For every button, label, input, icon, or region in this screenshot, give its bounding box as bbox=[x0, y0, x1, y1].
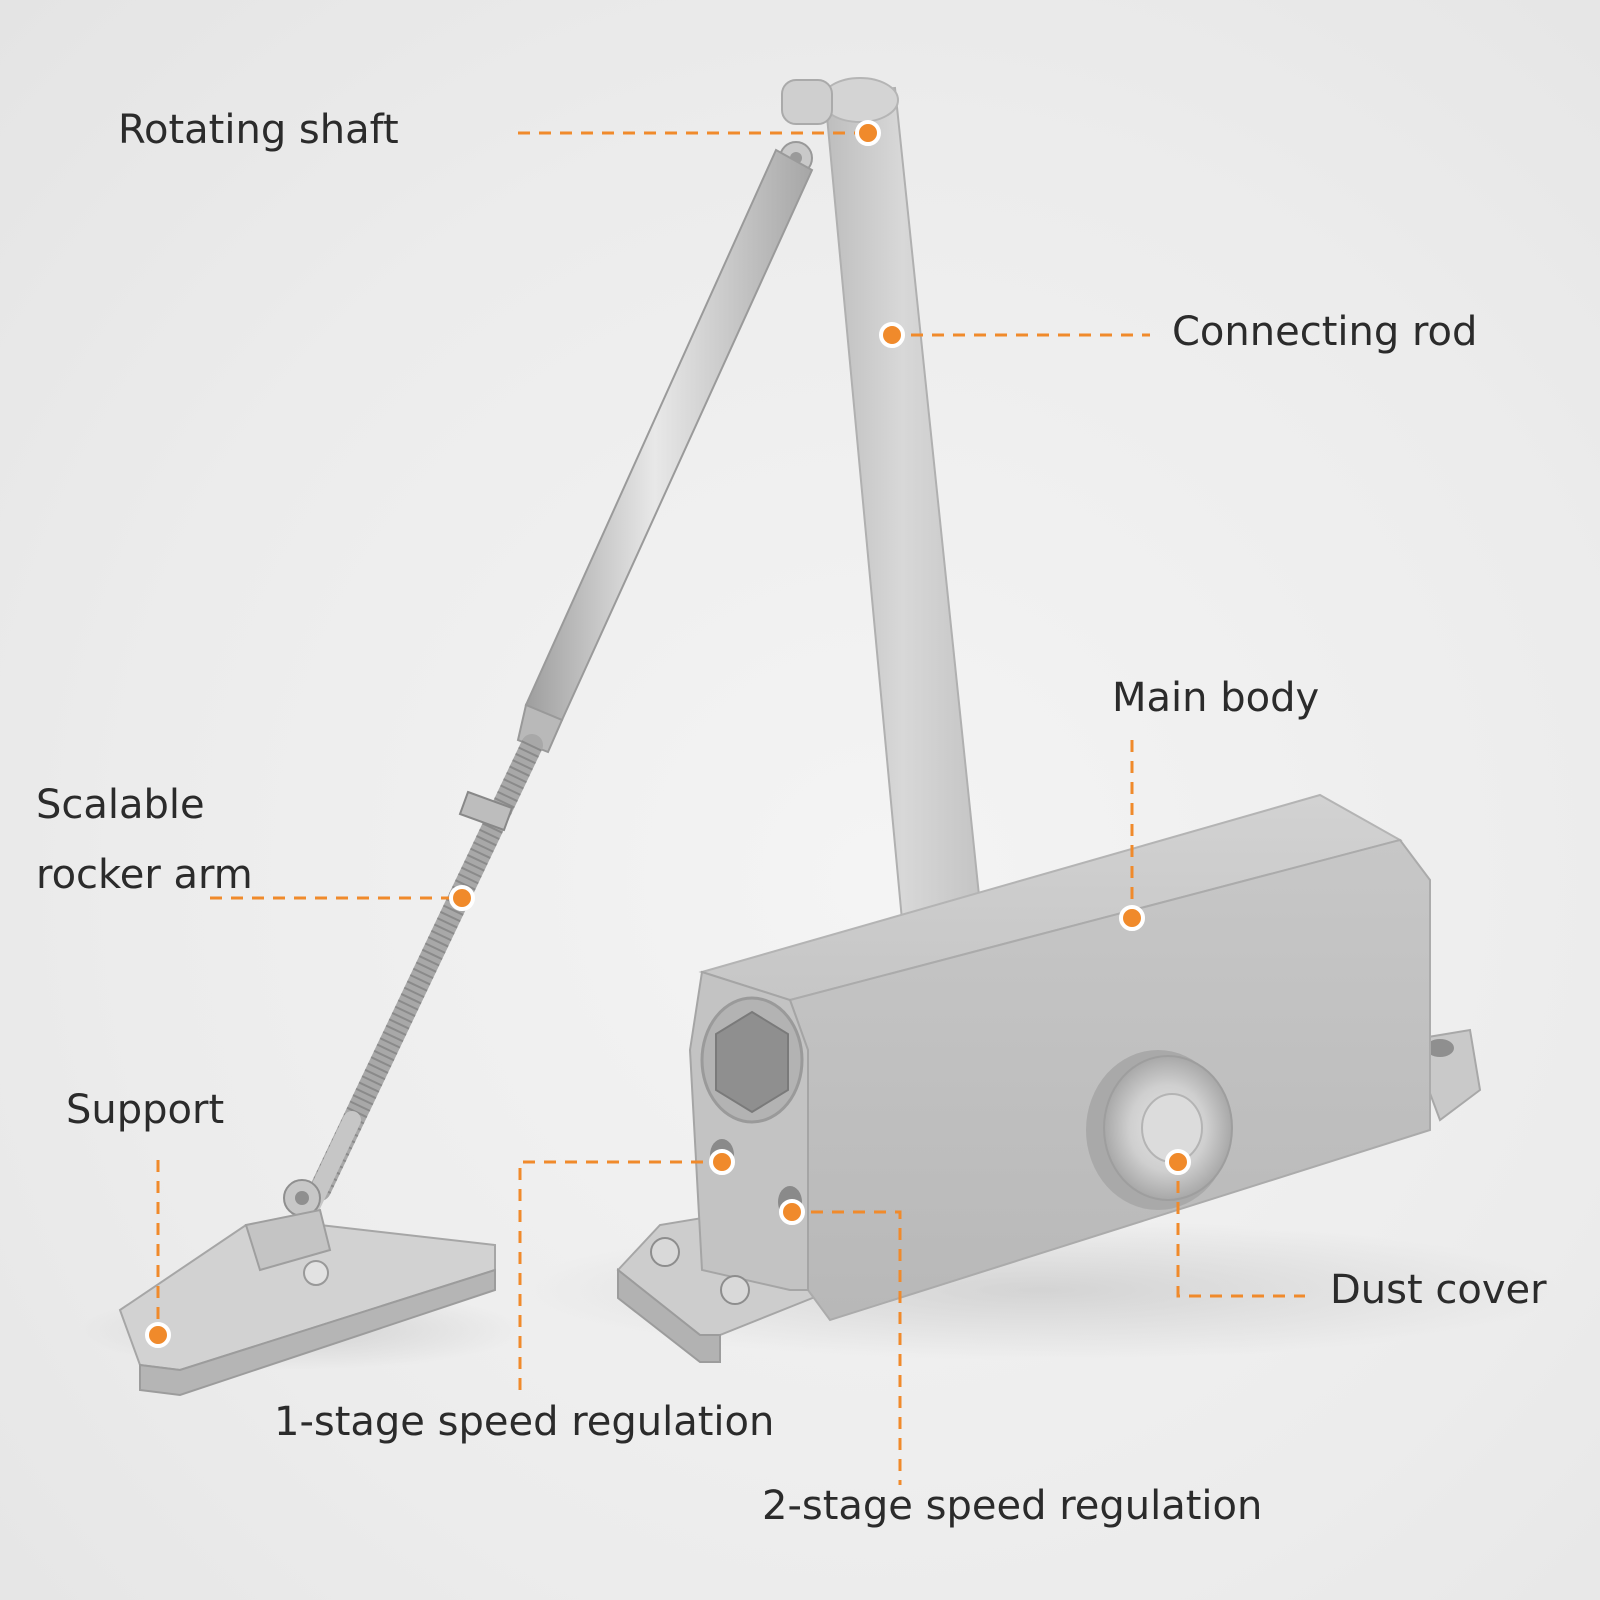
leader-stage1 bbox=[518, 1160, 720, 1390]
dot-main-body bbox=[1119, 905, 1145, 931]
label-scalable-line-2: rocker arm bbox=[36, 852, 253, 898]
label-main-body: Main body bbox=[1112, 675, 1320, 721]
support-bracket bbox=[118, 1208, 496, 1397]
dot-support bbox=[145, 1322, 171, 1348]
label-scalable-rocker-arm: Scalable rocker arm bbox=[36, 770, 253, 910]
dot-rotating-shaft bbox=[855, 120, 881, 146]
rocker-arm-tube bbox=[516, 148, 814, 754]
callout-dots bbox=[145, 120, 1191, 1348]
dot-scalable-arm bbox=[449, 885, 475, 911]
dot-stage2 bbox=[779, 1199, 805, 1225]
label-rotating-shaft: Rotating shaft bbox=[118, 107, 399, 153]
dot-dust-cover bbox=[1165, 1149, 1191, 1175]
leader-lines bbox=[156, 131, 1305, 1485]
leader-dust-cover bbox=[1176, 1160, 1305, 1298]
dot-connecting-rod bbox=[879, 322, 905, 348]
connecting-rod bbox=[821, 77, 982, 922]
label-1-stage-speed-regulation: 1-stage speed regulation bbox=[274, 1399, 775, 1445]
label-scalable-line-1: Scalable bbox=[36, 782, 205, 828]
dot-stage1 bbox=[709, 1149, 735, 1175]
label-support: Support bbox=[66, 1087, 225, 1133]
scalable-rocker-arm bbox=[283, 734, 543, 1239]
leader-stage2 bbox=[790, 1210, 902, 1485]
label-dust-cover: Dust cover bbox=[1330, 1267, 1547, 1313]
label-connecting-rod: Connecting rod bbox=[1172, 309, 1478, 355]
label-2-stage-speed-regulation: 2-stage speed regulation bbox=[762, 1483, 1263, 1529]
dust-cover bbox=[1086, 1050, 1233, 1210]
